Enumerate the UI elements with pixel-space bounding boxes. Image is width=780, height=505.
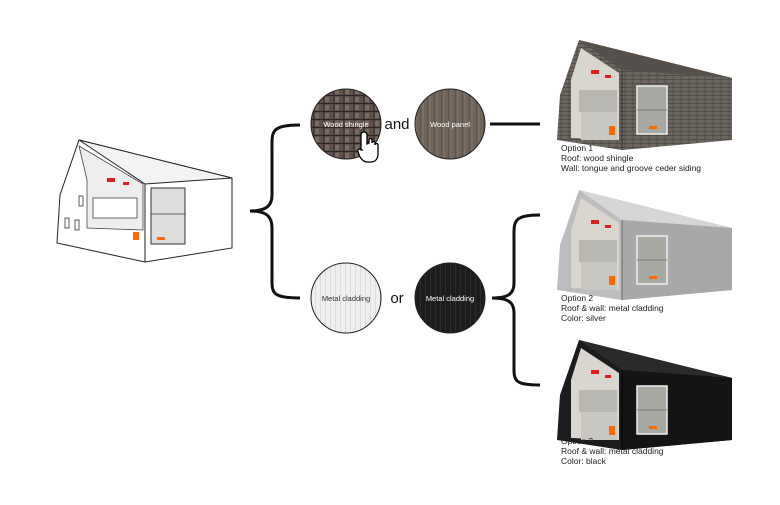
option2-house-render xyxy=(557,190,732,300)
option-title: Option 2 xyxy=(561,293,594,303)
brace-left xyxy=(249,123,301,300)
option-line: Wall: tongue and groove ceder siding xyxy=(561,163,702,173)
option3-caption: Option 3 Roof & wall: metal cladding Col… xyxy=(561,436,664,466)
original-house-drawing xyxy=(56,139,233,263)
material-label: Metal cladding xyxy=(426,294,474,303)
option-title: Option 1 xyxy=(561,143,594,153)
option-line: Roof & wall: metal cladding xyxy=(561,446,664,456)
material-wood-panel[interactable]: Wood panel xyxy=(414,88,486,160)
option3-house-render xyxy=(557,340,732,450)
material-metal-black[interactable]: Metal cladding xyxy=(414,262,486,334)
option1-house-render xyxy=(557,40,732,150)
option-line: Color: silver xyxy=(561,313,606,323)
material-metal-silver[interactable]: Metal cladding xyxy=(310,262,382,334)
conjunction-or: or xyxy=(390,290,403,307)
material-label: Wood shingle xyxy=(323,120,368,129)
option-line: Roof & wall: metal cladding xyxy=(561,303,664,313)
conjunction-and: and xyxy=(384,116,409,133)
option1-caption: Option 1 Roof: wood shingle Wall: tongue… xyxy=(561,143,701,173)
material-label: Wood panel xyxy=(430,120,470,129)
brace-right xyxy=(491,213,541,387)
option-line: Color: black xyxy=(561,456,606,466)
option2-caption: Option 2 Roof & wall: metal cladding Col… xyxy=(561,293,664,323)
material-label: Metal cladding xyxy=(322,294,370,303)
hand-cursor-icon xyxy=(357,131,379,163)
option-line: Roof: wood shingle xyxy=(561,153,634,163)
option-title: Option 3 xyxy=(561,436,594,446)
